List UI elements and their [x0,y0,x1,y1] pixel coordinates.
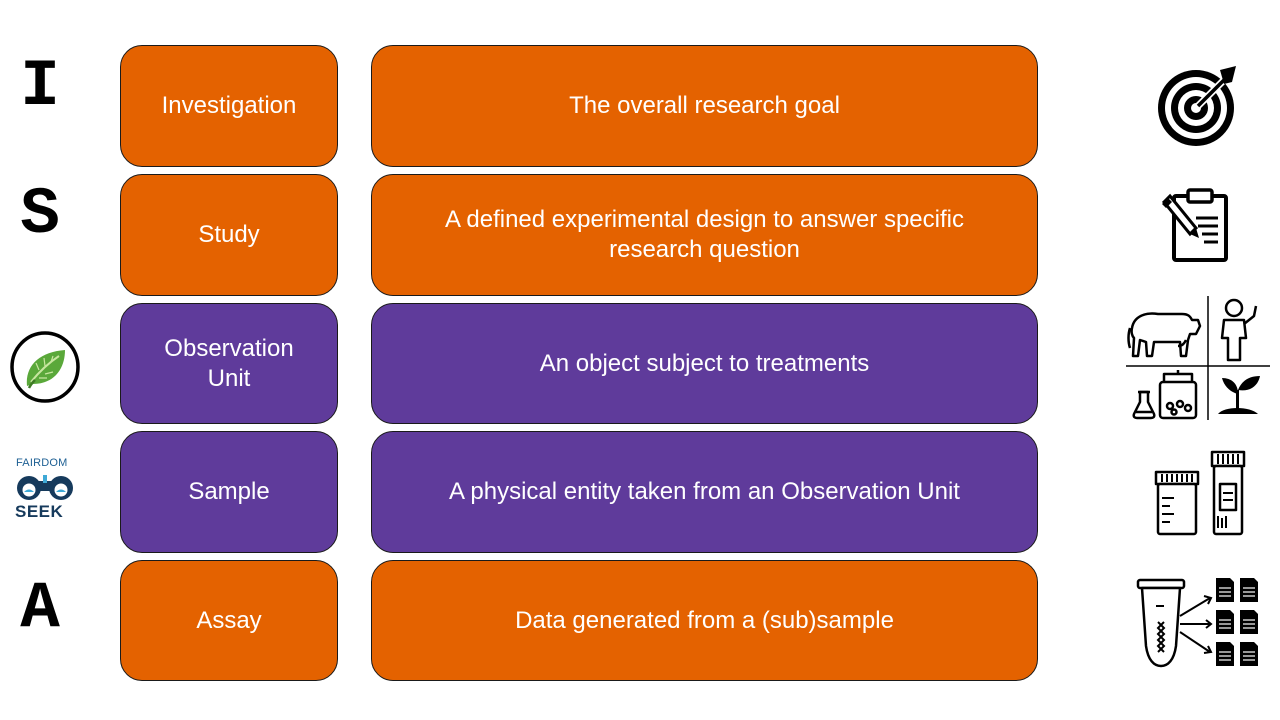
study-letter: S [20,177,60,252]
assay-description-box: Data generated from a (sub)sample [371,560,1038,681]
observation-unit-label: Observation Unit [164,334,294,392]
seek-text: SEEK [15,502,64,521]
investigation-description: The overall research goal [569,92,840,119]
observation-unit-label-box: Observation Unit [120,303,338,424]
sample-description: A physical entity taken from an Observat… [449,478,960,505]
investigation-label: Investigation [161,92,297,119]
study-label: Study [198,221,260,248]
investigation-description-box: The overall research goal [371,45,1038,167]
binoculars-icon [17,475,73,500]
observation-unit-description-box: An object subject to treatments [371,303,1038,424]
study-description: A defined experimental design to answer … [445,206,964,263]
sample-description-box: A physical entity taken from an Observat… [371,431,1038,553]
fairdom-text: FAIRDOM [16,457,68,469]
investigation-letter: I [20,49,60,124]
assay-label: Assay [196,606,262,634]
sample-label: Sample [188,478,270,505]
leaf-circle-logo [10,331,80,403]
assay-description: Data generated from a (sub)sample [515,606,894,634]
observation-unit-description: An object subject to treatments [539,349,870,377]
tube-data-icon [1136,578,1258,668]
fairdom-seek-logo: FAIRDOM SEEK [12,457,78,523]
organism-grid-icon [1126,296,1270,420]
sample-label-box: Sample [120,431,338,553]
study-description-box: A defined experimental design to answer … [371,174,1038,296]
assay-letter: A [20,571,60,646]
study-label-box: Study [120,174,338,296]
target-icon [1158,66,1236,146]
sample-containers-icon [1154,450,1246,536]
assay-label-box: Assay [120,560,338,681]
investigation-label-box: Investigation [120,45,338,167]
clipboard-pencil-icon [1161,188,1228,262]
